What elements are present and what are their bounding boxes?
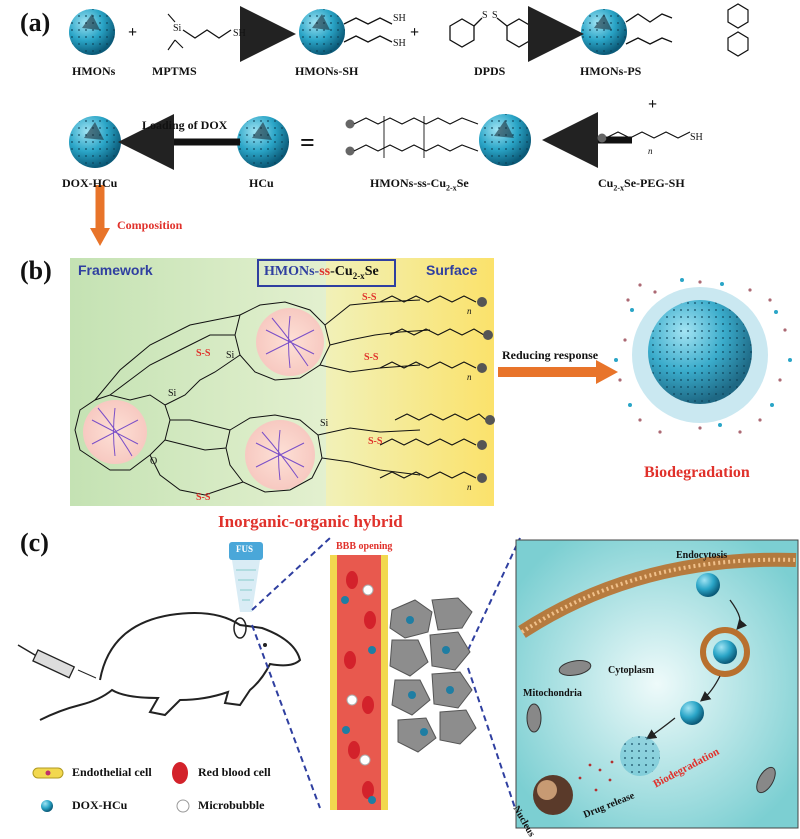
legend-dox-hcu-label: DOX-HCu [72, 798, 128, 812]
mitochondria-label: Mitochondria [523, 688, 582, 699]
hmons-ps-sphere [581, 9, 627, 55]
cytoplasm-label: Cytoplasm [608, 665, 655, 676]
composition-label: Composition [117, 218, 183, 232]
panel-label-b: (b) [20, 256, 52, 285]
hmons-sh-sphere [299, 9, 345, 55]
fus-label: FUS [236, 544, 254, 554]
dox-hcu-label: DOX-HCu [62, 176, 118, 190]
reducing-response-label: Reducing response [502, 348, 599, 362]
peg-n-2: n [467, 372, 472, 382]
endocytosis-label: Endocytosis [676, 550, 728, 561]
peg-n-3: n [467, 482, 472, 492]
mptms-si: Si [173, 23, 182, 34]
biodegradation-particle [614, 278, 792, 434]
ss-label-1: S-S [362, 292, 377, 303]
hcu-sphere [237, 116, 289, 168]
ss-label-4: S-S [196, 348, 211, 359]
panel-c-illustration [17, 537, 799, 829]
panel-label-c: (c) [20, 528, 49, 557]
legend-endothelial-label: Endothelial cell [72, 765, 152, 779]
hmons-label: HMONs [72, 64, 116, 78]
hmons-sh-label: HMONs-SH [295, 64, 359, 78]
hmons-sphere [69, 9, 115, 55]
ss-label-5: S-S [196, 492, 211, 503]
legend-rbc-label: Red blood cell [198, 765, 271, 779]
si-label-2: Si [226, 350, 235, 361]
ss-label-2: S-S [364, 352, 379, 363]
hmons-ps-label: HMONs-PS [580, 64, 642, 78]
hmons-ss-cu-label: HMONs-ss-Cu2-xSe [370, 176, 469, 193]
peg-sh: SH [690, 132, 703, 143]
syringe-icon [17, 644, 97, 679]
hmons-ss-box-label: HMONs-ss-Cu2-xSe [264, 264, 379, 281]
biodegradation-label: Biodegradation [644, 464, 750, 481]
plus-sign-2: + [410, 24, 420, 41]
dpds-label: DPDS [474, 64, 506, 78]
hmons-sh-top: SH [393, 13, 406, 24]
si-label-3: Si [320, 418, 329, 429]
equals-sign: = [300, 128, 315, 157]
panel-label-a: (a) [20, 8, 51, 37]
framework-label: Framework [78, 262, 153, 278]
ss-label-3: S-S [368, 436, 383, 447]
dpds-s1: S [482, 10, 488, 21]
hmons-ss-sphere [479, 114, 531, 166]
hybrid-label: Inorganic-organic hybrid [218, 512, 403, 531]
peg-sh-label: Cu2-xSe-PEG-SH [598, 176, 685, 193]
hmons-sh-bottom: SH [393, 38, 406, 49]
peg-n-1: n [467, 306, 472, 316]
plus-sign-1: + [128, 24, 138, 41]
si-label-1: Si [168, 388, 177, 399]
peg-n: n [648, 146, 653, 156]
dpds-s2: S [492, 10, 498, 21]
loading-of-dox-label: Loading of DOX [142, 118, 228, 132]
dox-hcu-sphere [69, 116, 121, 168]
mptms-label: MPTMS [152, 64, 197, 78]
plus-sign-3: + [648, 96, 658, 113]
panel-a-scheme [69, 3, 749, 246]
bbb-opening-label: BBB opening [336, 541, 393, 552]
panel-b-structure [70, 258, 792, 506]
rat-icon [39, 612, 302, 721]
o-label-1: O [150, 456, 158, 467]
mptms-sh: SH [233, 28, 246, 39]
legend-microbubble-label: Microbubble [198, 798, 265, 812]
hcu-label: HCu [249, 176, 274, 190]
surface-label: Surface [426, 262, 478, 278]
